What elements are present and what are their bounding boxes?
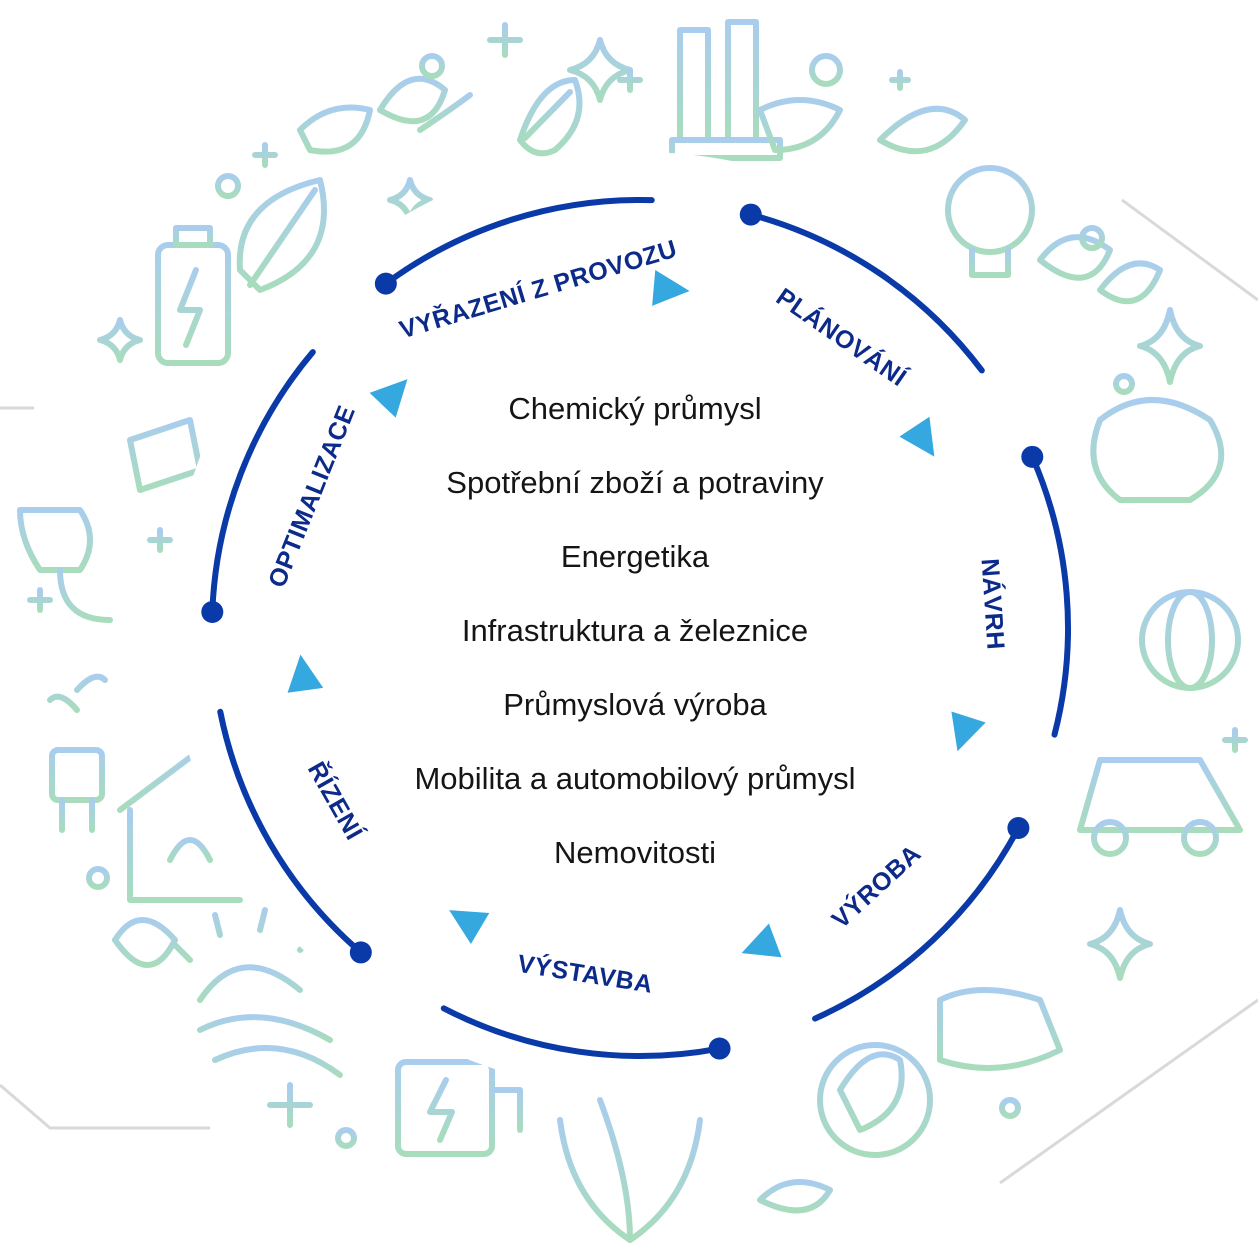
cycle-arc-planning xyxy=(747,211,985,374)
factory-icon xyxy=(669,19,783,161)
cycle-arc-decommissioning xyxy=(382,197,655,287)
leaf-icon xyxy=(757,1042,933,1214)
industry-item-manufacturing: Průmyslová výroba xyxy=(503,687,767,722)
battery-icon xyxy=(155,225,231,366)
industry-list: Chemický průmysl Spotřební zboží a potra… xyxy=(330,372,940,890)
leaf-icon xyxy=(1037,234,1163,305)
leaf-icon xyxy=(517,77,583,157)
leaf-icon xyxy=(236,177,327,293)
cycle-node-dot xyxy=(1021,445,1044,468)
cycle-node-dot xyxy=(739,203,762,226)
octagon-frame xyxy=(0,198,1258,1185)
leaf-icon xyxy=(297,104,373,155)
lightbulb-icon xyxy=(945,165,1035,278)
cycle-ring xyxy=(201,197,1071,1060)
leaf-icon xyxy=(877,105,968,155)
cycle-direction-arrow-icon xyxy=(287,654,324,693)
charging-station-icon xyxy=(377,1059,523,1163)
industry-item-infrastructure: Infrastruktura a železnice xyxy=(461,613,809,648)
cycle-node-dot xyxy=(374,272,397,295)
industry-item-consumer-goods: Spotřební zboží a potraviny xyxy=(446,465,824,500)
cycle-direction-arrow-icon xyxy=(369,379,408,418)
cycle-arrows xyxy=(287,269,986,958)
cycle-direction-arrow-icon xyxy=(741,923,782,958)
leaf-icon xyxy=(377,75,473,153)
sparkle-icon xyxy=(97,37,1203,981)
cycle-node-dot xyxy=(1007,816,1030,839)
cycle-direction-arrow-icon xyxy=(951,711,986,752)
cycle-direction-arrow-icon xyxy=(652,269,690,306)
cycle-arc-construction xyxy=(440,1005,723,1059)
sun-icon xyxy=(172,907,343,1078)
cycle-direction-arrow-icon xyxy=(449,910,490,944)
globe-icon xyxy=(1139,589,1241,691)
industry-item-real-estate: Nemovitosti xyxy=(554,835,716,870)
plug-icon xyxy=(17,467,113,623)
cycle-direction-arrow-icon xyxy=(899,416,935,457)
industry-item-mobility: Mobilita a automobilový průmysl xyxy=(414,761,856,796)
background-icon-ring xyxy=(17,19,1248,1243)
leaf-icon xyxy=(112,917,178,968)
cycle-arc-operation xyxy=(217,708,364,956)
recycle-icon xyxy=(127,417,203,493)
recycle-icon xyxy=(937,897,1063,1071)
stage-label-design: NÁVRH xyxy=(976,558,1011,651)
cycle-node-dot xyxy=(349,941,372,964)
car-icon xyxy=(1077,757,1243,857)
plus-icon xyxy=(27,22,1248,1203)
cycle-arc-optimization xyxy=(209,349,316,615)
target-icon xyxy=(86,53,1135,1149)
plus-icon xyxy=(267,1082,313,1128)
cycle-arc-design xyxy=(1029,453,1071,738)
plug-icon xyxy=(47,673,108,833)
industry-item-chemicals: Chemický průmysl xyxy=(508,391,762,426)
cycle-node-dot xyxy=(201,600,224,623)
leaf-icon xyxy=(757,97,843,153)
cycle-arc-production xyxy=(812,824,1022,1022)
hands-icon xyxy=(557,1097,703,1243)
industry-item-energy: Energetika xyxy=(560,539,710,574)
cycle-node-dot xyxy=(708,1037,731,1060)
tree-icon xyxy=(1090,397,1225,583)
